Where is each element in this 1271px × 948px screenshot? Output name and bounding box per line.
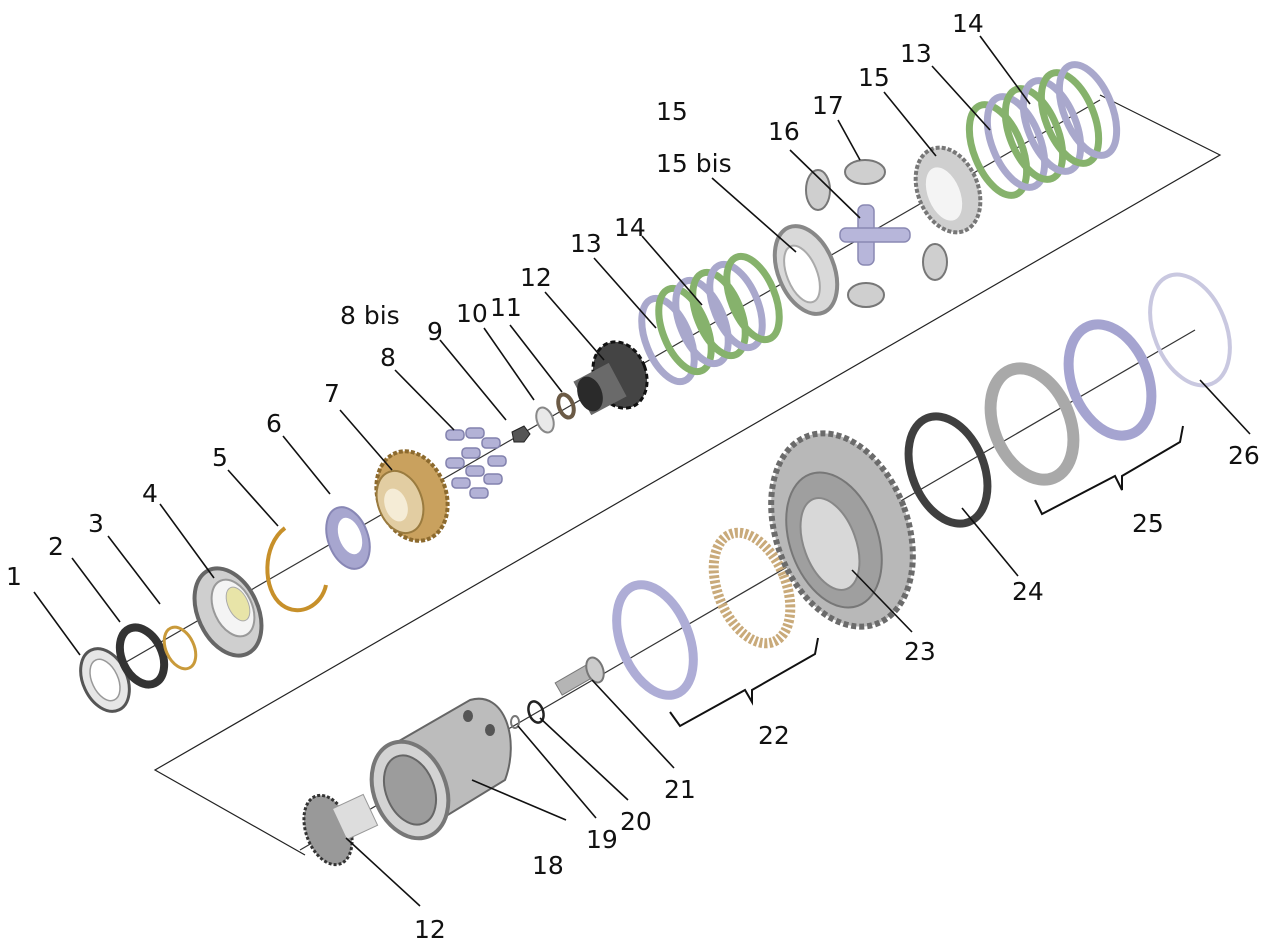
part-housing-18 bbox=[369, 697, 512, 841]
part-snap-ring-3 bbox=[162, 625, 198, 671]
brace-22 bbox=[669, 637, 819, 728]
label-2: 2 bbox=[48, 532, 64, 561]
part-planet-pins-8 bbox=[445, 427, 507, 499]
part-o-ring-20 bbox=[527, 700, 545, 724]
part-bevel-pinion-12 bbox=[302, 793, 379, 867]
part-washer-10 bbox=[535, 406, 555, 434]
brace-25 bbox=[1034, 425, 1184, 516]
part-shim-11 bbox=[556, 392, 576, 420]
part-seal-ring-26 bbox=[1148, 272, 1232, 388]
part-gear-hub-15 bbox=[913, 145, 983, 235]
label-19: 19 bbox=[586, 825, 618, 854]
label-6: 6 bbox=[266, 409, 282, 438]
part-nut-9 bbox=[511, 425, 531, 443]
label-7: 7 bbox=[324, 379, 340, 408]
part-ball-bearing-4 bbox=[192, 566, 264, 658]
part-ring-set-22 bbox=[612, 527, 796, 700]
label-13a: 13 bbox=[570, 229, 602, 258]
label-10: 10 bbox=[456, 299, 488, 328]
assembly-frame bbox=[153, 94, 1222, 856]
part-clutch-pack-left bbox=[638, 252, 783, 386]
label-15a: 15 bbox=[656, 97, 688, 126]
part-small-ring-19 bbox=[510, 715, 520, 729]
part-dark-ring-24 bbox=[904, 412, 992, 528]
label-8: 8 bbox=[380, 343, 396, 372]
label-8bis: 8 bis bbox=[340, 301, 400, 330]
leader-lines bbox=[33, 35, 1251, 907]
label-18: 18 bbox=[532, 851, 564, 880]
label-16: 16 bbox=[768, 117, 800, 146]
label-15b: 15 bbox=[858, 63, 890, 92]
part-star-washer-6 bbox=[325, 506, 371, 570]
label-23: 23 bbox=[904, 637, 936, 666]
part-bronze-gear-7 bbox=[374, 449, 450, 543]
label-3: 3 bbox=[88, 509, 104, 538]
label-4: 4 bbox=[142, 479, 158, 508]
label-26: 26 bbox=[1228, 441, 1260, 470]
part-circlip-5 bbox=[265, 526, 328, 613]
part-crown-wheel-23 bbox=[768, 430, 916, 630]
label-12b: 12 bbox=[414, 915, 446, 944]
label-14a: 14 bbox=[614, 213, 646, 242]
part-ring-set-25 bbox=[984, 319, 1157, 486]
label-12a: 12 bbox=[520, 263, 552, 292]
part-ring-dark-2 bbox=[115, 623, 169, 689]
label-17: 17 bbox=[812, 91, 844, 120]
part-ring-1 bbox=[79, 647, 131, 713]
label-15bis: 15 bis bbox=[656, 149, 732, 178]
label-22: 22 bbox=[758, 721, 790, 750]
label-20: 20 bbox=[620, 807, 652, 836]
label-21: 21 bbox=[664, 775, 696, 804]
label-13b: 13 bbox=[900, 39, 932, 68]
label-14b: 14 bbox=[952, 9, 984, 38]
part-clutch-pack-right bbox=[965, 61, 1121, 199]
label-9: 9 bbox=[427, 317, 443, 346]
label-1: 1 bbox=[6, 562, 22, 591]
label-5: 5 bbox=[212, 443, 228, 472]
label-11: 11 bbox=[490, 293, 522, 322]
label-24: 24 bbox=[1012, 577, 1044, 606]
part-pinion-gear-12 bbox=[573, 340, 649, 416]
part-bevel-gears-17 bbox=[805, 159, 948, 308]
part-spider-cross-16 bbox=[839, 204, 911, 266]
part-shaft-21 bbox=[554, 656, 605, 696]
label-25: 25 bbox=[1132, 509, 1164, 538]
